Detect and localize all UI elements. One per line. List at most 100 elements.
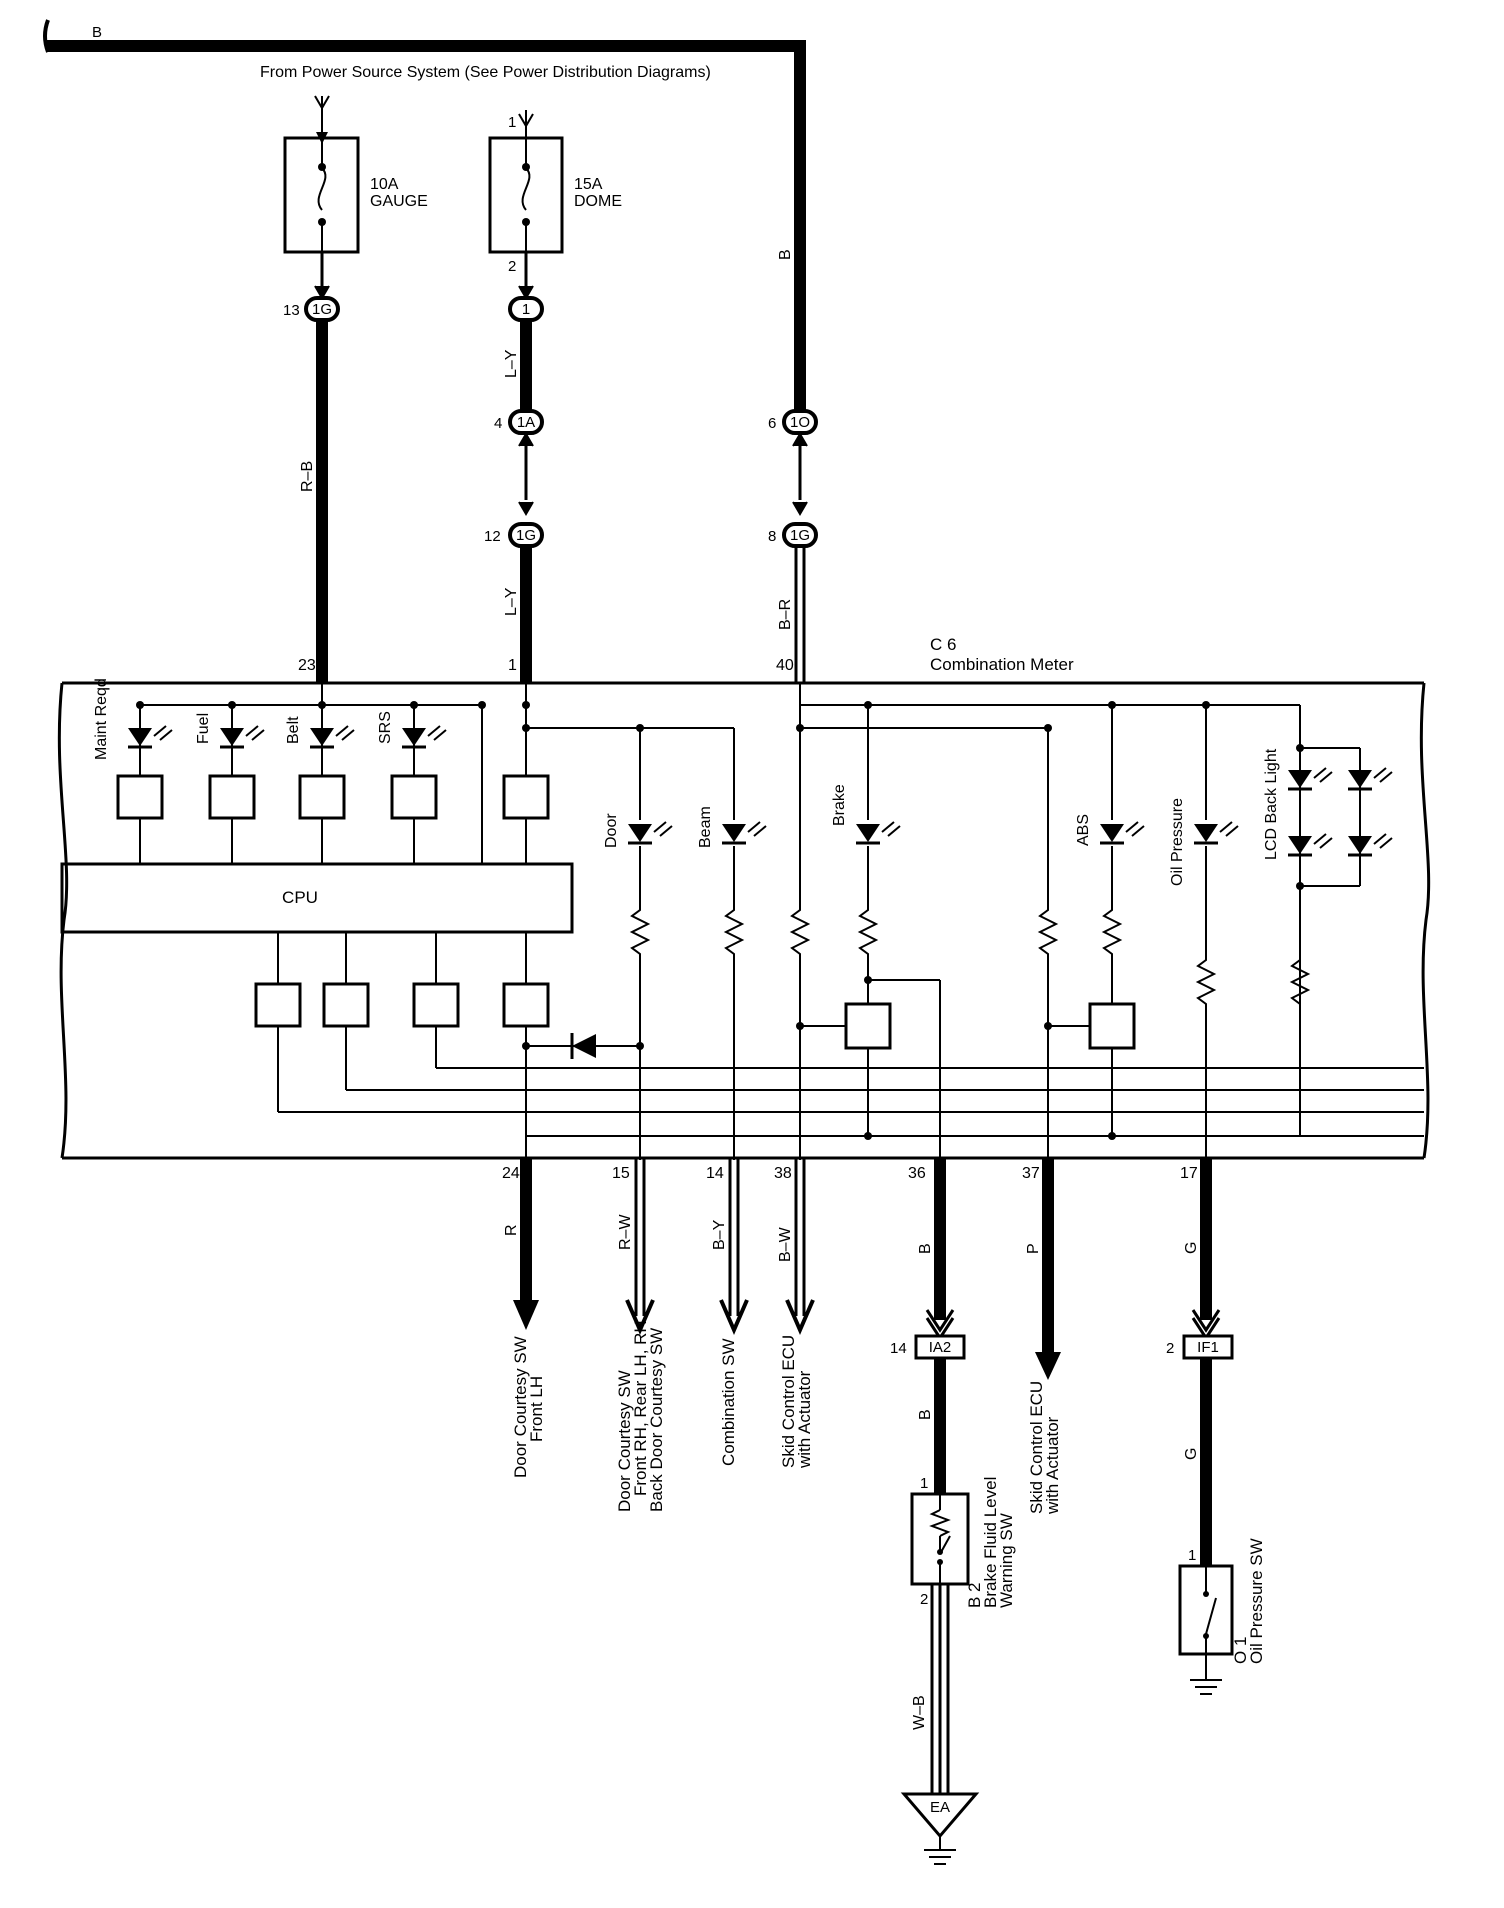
oil-pressure-switch: IF1 2 G 1 O 1 Oil Pressure SW xyxy=(1166,1334,1266,1695)
meter-pin: 40 xyxy=(776,657,794,674)
fuse-10a-gauge: 10A GAUGE xyxy=(283,95,428,300)
fuse-pin-in: 1 xyxy=(508,114,516,131)
wire-color: W–B xyxy=(911,1695,928,1730)
meter-pin: 23 xyxy=(298,657,316,674)
component-ref: O 1 xyxy=(1231,1637,1250,1664)
led-maint-reqd: Maint Reqd xyxy=(93,678,173,760)
svg-text:ABS: ABS xyxy=(1075,814,1092,846)
svg-text:Back Door Courtesy SW: Back Door Courtesy SW xyxy=(647,1328,666,1512)
combination-meter: C 6 Combination Meter CPU xyxy=(57,635,1431,1182)
meter-name: Combination Meter xyxy=(930,655,1074,674)
meter-ref: C 6 xyxy=(930,635,956,654)
connector-label: 1G xyxy=(516,527,536,544)
meter-pin: 1 xyxy=(508,657,517,674)
diode xyxy=(522,1033,644,1059)
wire-color: P xyxy=(1025,1243,1042,1254)
svg-text:with Actuator: with Actuator xyxy=(795,1370,814,1469)
fuse-pin-out: 2 xyxy=(508,258,516,275)
svg-text:Door Courtesy SW: Door Courtesy SW xyxy=(511,1336,530,1478)
fuse-amps: 10A xyxy=(370,176,399,193)
component-name: Brake Fluid Level xyxy=(981,1477,1000,1608)
svg-text:Front RH, Rear LH, RH: Front RH, Rear LH, RH xyxy=(631,1320,650,1496)
svg-text:Combination SW: Combination SW xyxy=(719,1338,738,1466)
supply-wires: 1G 13 R–B 23 1 L–Y 1A 4 1G 12 L–Y 1 B 1O… xyxy=(283,249,818,683)
svg-text:with Actuator: with Actuator xyxy=(1043,1416,1062,1515)
svg-text:Beam: Beam xyxy=(697,806,714,848)
wire-color: B xyxy=(917,1409,934,1420)
connector-pin: 12 xyxy=(484,528,501,545)
component-ref: B 2 xyxy=(965,1582,984,1608)
svg-text:LCD Back Light: LCD Back Light xyxy=(1263,748,1280,860)
svg-text:Front LH: Front LH xyxy=(527,1376,546,1442)
fuse-amps: 15A xyxy=(574,176,603,193)
led-oil-pressure: Oil Pressure xyxy=(1169,798,1239,886)
connector-label: 1G xyxy=(790,527,810,544)
connector-label: 1G xyxy=(312,301,332,318)
component-name: Oil Pressure SW xyxy=(1247,1538,1266,1664)
svg-text:Oil Pressure: Oil Pressure xyxy=(1169,798,1186,886)
connector-label: IA2 xyxy=(929,1339,952,1356)
switch-pin: 1 xyxy=(1188,1547,1196,1564)
svg-text:Skid Control ECU: Skid Control ECU xyxy=(1027,1381,1046,1514)
wire-color: G xyxy=(1183,1242,1200,1254)
led-brake: Brake xyxy=(831,784,901,845)
connector-label: IF1 xyxy=(1197,1339,1219,1356)
wire-color: L–Y xyxy=(503,349,520,378)
meter-pin: 37 xyxy=(1022,1165,1040,1182)
meter-pin: 14 xyxy=(706,1165,724,1182)
wire-color: B xyxy=(777,249,794,260)
connector-pin: 2 xyxy=(1166,1340,1174,1357)
wire-color: R–W xyxy=(617,1214,634,1250)
svg-text:Skid Control ECU: Skid Control ECU xyxy=(779,1335,798,1468)
wire-color: B–W xyxy=(777,1226,794,1262)
meter-pin: 38 xyxy=(774,1165,792,1182)
wire-color: R–B xyxy=(299,461,316,492)
led-srs: SRS xyxy=(377,711,447,749)
led-belt: Belt xyxy=(285,716,355,749)
led-fuel: Fuel xyxy=(195,713,265,749)
power-source-label: From Power Source System (See Power Dist… xyxy=(260,64,711,81)
wire-color: L–Y xyxy=(503,587,520,616)
connector-pin: 8 xyxy=(768,528,776,545)
switch-pin: 1 xyxy=(920,1475,928,1492)
led-door: Door xyxy=(603,813,673,848)
wire-color: B–Y xyxy=(711,1219,728,1250)
wire-color: B–R xyxy=(777,599,794,630)
cpu-label: CPU xyxy=(282,888,318,907)
led-abs: ABS xyxy=(1075,814,1145,846)
connector-label: 1 xyxy=(522,301,530,318)
meter-pin: 17 xyxy=(1180,1165,1198,1182)
ground-label: EA xyxy=(930,1799,950,1816)
connector-label: 1O xyxy=(790,414,810,431)
fuse-name: GAUGE xyxy=(370,193,428,210)
svg-text:Belt: Belt xyxy=(285,716,302,744)
switch-pin: 2 xyxy=(920,1591,928,1608)
connector-pin: 14 xyxy=(890,1340,907,1357)
svg-text:SRS: SRS xyxy=(377,711,394,744)
svg-text:Brake: Brake xyxy=(831,784,848,826)
power-bus: B From Power Source System (See Power Di… xyxy=(43,19,806,412)
meter-pin: 24 xyxy=(502,1165,520,1182)
wire-color: R xyxy=(503,1224,520,1236)
connector-pin: 4 xyxy=(494,415,502,432)
wire-color: B xyxy=(917,1243,934,1254)
connector-label: 1A xyxy=(517,414,535,431)
wire-color: G xyxy=(1183,1448,1200,1460)
meter-pin: 36 xyxy=(908,1165,926,1182)
svg-text:Fuel: Fuel xyxy=(195,713,212,744)
lcd-back-light: LCD Back Light xyxy=(1263,748,1393,860)
output-wires: R R–W B–Y B–W B P G xyxy=(503,1158,1221,1380)
destination-labels: Door Courtesy SW Front LH Door Courtesy … xyxy=(511,1320,1062,1515)
led-beam: Beam xyxy=(697,806,767,848)
connector-pin: 13 xyxy=(283,302,300,319)
svg-text:Door Courtesy SW: Door Courtesy SW xyxy=(615,1370,634,1512)
component-name: Warning SW xyxy=(997,1513,1016,1608)
brake-fluid-switch: IA2 14 B 1 2 B 2 Brake Fluid Level Warni… xyxy=(890,1334,1016,1865)
connector-pin: 6 xyxy=(768,415,776,432)
fuse-name: DOME xyxy=(574,193,622,210)
meter-pin: 15 xyxy=(612,1165,630,1182)
svg-text:Maint Reqd: Maint Reqd xyxy=(93,678,110,760)
fuse-15a-dome: 1 15A DOME 2 xyxy=(488,110,622,300)
svg-text:Door: Door xyxy=(603,813,620,848)
